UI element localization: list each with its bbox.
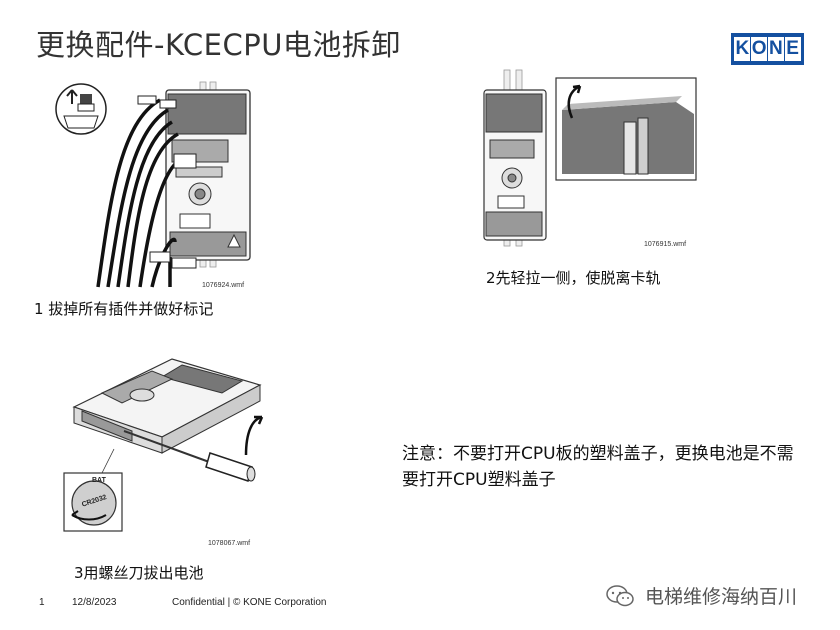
logo-letter: N [767,37,784,61]
caption-step-3: 3用螺丝刀拔出电池 [74,564,204,582]
slide-title: 更换配件-KCECPU电池拆卸 [36,28,401,62]
watermark-text: 电梯维修海纳百川 [645,586,798,608]
wechat-watermark: 电梯维修海纳百川 [605,582,797,609]
figure-release-rail: 1076915.wmf [483,69,697,248]
figure-filename: 1078067.wmf [208,540,250,547]
cpu-board [165,89,251,261]
caution-note: 注意：不要打开CPU板的塑料盖子，更换电池是不需要打开CPU塑料盖子 [402,444,794,490]
battery-detail-inset: BAT CR2032 [63,472,123,532]
caption-step-1: 1 拔掉所有插件并做好标记 [34,300,214,318]
wechat-icon [606,584,634,606]
cpu-board [483,89,547,241]
figure-unplug-connectors: 1076924.wmf [55,81,251,289]
footer-page-number: 1 [39,597,45,608]
footer-confidential: Confidential | © KONE Corporation [172,597,327,608]
logo-letter: O [751,37,768,61]
screwdriver [123,430,256,482]
cpu-board-angled [72,358,262,454]
logo-letter: K [734,37,751,61]
logo-letter: E [784,37,801,61]
figure-filename: 1076915.wmf [644,241,686,248]
rail-detail-inset [555,77,697,181]
figure-filename: 1076924.wmf [202,282,244,289]
figure-remove-battery: BAT CR2032 1078067.wmf [63,358,264,547]
footer-date: 12/8/2023 [72,597,117,608]
kone-logo: K O N E [731,33,804,65]
caption-step-2: 2先轻拉一侧，使脱离卡轨 [486,269,661,287]
battery-label: BAT [92,477,107,484]
plug-pull-icon [55,83,107,135]
